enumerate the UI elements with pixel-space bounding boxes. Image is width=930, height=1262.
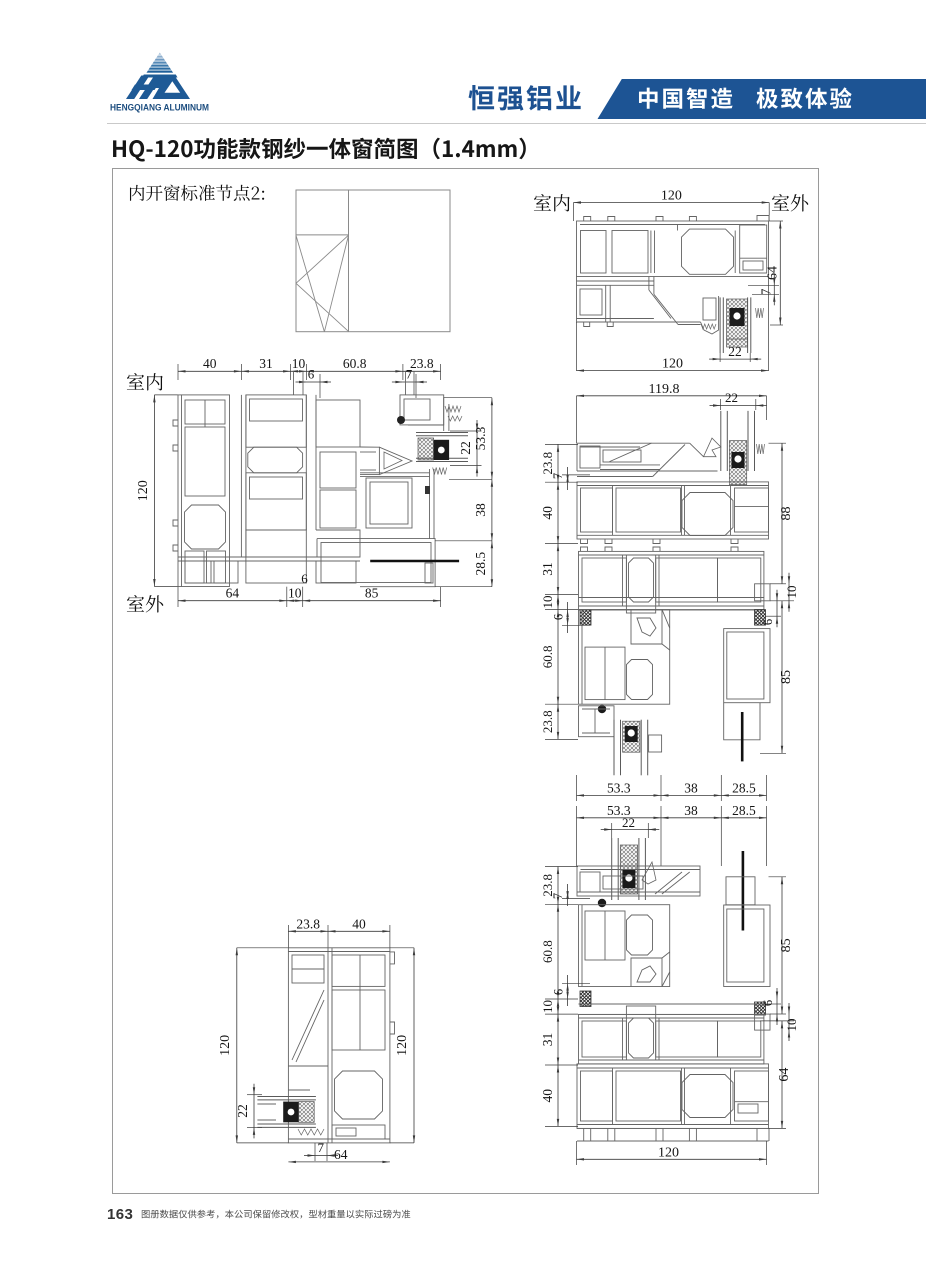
svg-text:60.8: 60.8 [343, 356, 367, 371]
svg-text:22: 22 [622, 815, 635, 830]
svg-text:53.3: 53.3 [473, 426, 488, 450]
svg-text:64: 64 [334, 1147, 348, 1162]
svg-text:120: 120 [136, 480, 151, 501]
svg-text:10: 10 [784, 586, 799, 599]
svg-text:28.5: 28.5 [732, 780, 756, 795]
svg-text:22: 22 [725, 390, 738, 405]
svg-text:6: 6 [301, 571, 308, 586]
svg-text:85: 85 [365, 586, 379, 601]
svg-text:23.8: 23.8 [296, 916, 320, 931]
svg-text:7: 7 [759, 288, 774, 295]
svg-text:10: 10 [540, 1000, 555, 1013]
svg-text:6: 6 [552, 989, 566, 995]
svg-text:10: 10 [540, 596, 555, 609]
svg-text:40: 40 [203, 356, 217, 371]
svg-text:40: 40 [540, 1089, 555, 1103]
svg-text:163: 163 [107, 1206, 133, 1223]
svg-text:31: 31 [540, 562, 555, 576]
svg-text:23.8: 23.8 [540, 710, 555, 733]
svg-text:22: 22 [235, 1104, 250, 1118]
svg-text:85: 85 [779, 938, 794, 952]
svg-text:38: 38 [473, 503, 488, 517]
svg-text:7: 7 [551, 893, 565, 899]
svg-text:31: 31 [259, 356, 273, 371]
svg-text:40: 40 [352, 916, 366, 931]
svg-text:28.5: 28.5 [473, 552, 488, 576]
svg-text:64: 64 [777, 1068, 792, 1082]
svg-text:120: 120 [661, 189, 682, 204]
svg-text:38: 38 [684, 780, 698, 795]
svg-text:7: 7 [551, 473, 565, 479]
svg-text:64: 64 [226, 586, 240, 601]
svg-text:22: 22 [458, 441, 473, 455]
svg-text:120: 120 [395, 1035, 410, 1056]
svg-text:120: 120 [662, 357, 683, 372]
svg-text:6: 6 [761, 619, 775, 625]
svg-text:28.5: 28.5 [732, 803, 756, 818]
svg-text:120: 120 [658, 1145, 679, 1160]
svg-text:6: 6 [308, 367, 315, 382]
svg-text:7: 7 [318, 1140, 325, 1155]
svg-text:88: 88 [779, 507, 794, 521]
svg-text:60.8: 60.8 [540, 646, 555, 669]
svg-text:23.8: 23.8 [540, 452, 555, 475]
svg-text:6: 6 [552, 614, 566, 620]
svg-text:23.8: 23.8 [410, 356, 434, 371]
svg-text:119.8: 119.8 [649, 382, 680, 397]
svg-text:10: 10 [292, 356, 306, 371]
svg-text:85: 85 [779, 670, 794, 684]
svg-text:60.8: 60.8 [540, 940, 555, 963]
svg-text:22: 22 [728, 344, 742, 359]
svg-text:10: 10 [784, 1019, 799, 1032]
svg-text:10: 10 [288, 586, 302, 601]
svg-text:64: 64 [766, 266, 781, 280]
svg-text:31: 31 [540, 1033, 555, 1047]
svg-text:HENGQIANG ALUMINUM: HENGQIANG ALUMINUM [110, 103, 209, 113]
svg-text:53.3: 53.3 [607, 803, 631, 818]
svg-text:38: 38 [684, 803, 698, 818]
svg-text:53.3: 53.3 [607, 780, 631, 795]
svg-text:23.8: 23.8 [540, 874, 555, 897]
svg-text:120: 120 [218, 1035, 233, 1056]
svg-text:7: 7 [406, 367, 413, 382]
svg-text:6: 6 [761, 1000, 775, 1006]
svg-text:40: 40 [540, 506, 555, 520]
